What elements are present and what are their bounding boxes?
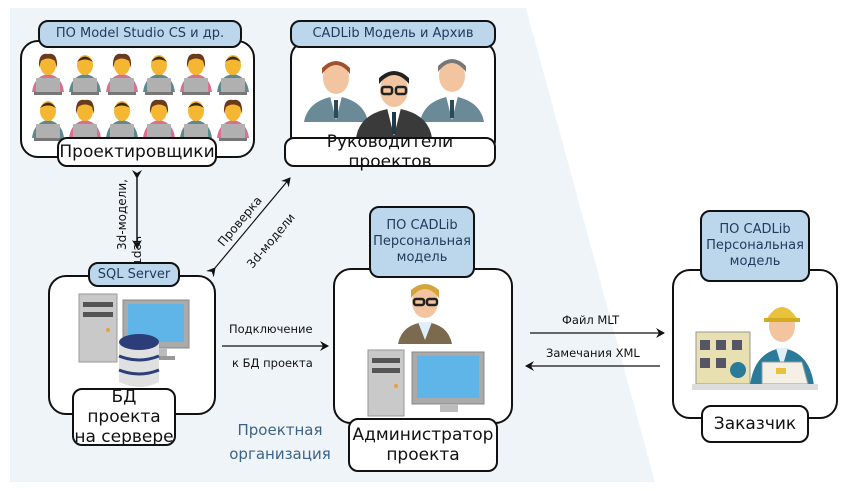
customer-engineer-icon <box>690 296 820 392</box>
designer-female-icon <box>32 53 64 95</box>
designer-male-icon <box>217 55 249 95</box>
admin-software-line-1: ПО CADLib <box>386 218 458 233</box>
designer-male-icon <box>32 101 64 141</box>
admin-software-line-3: модель <box>396 250 448 265</box>
designer-female-icon <box>143 99 175 141</box>
organization-label-line-1: Проектная <box>237 421 323 439</box>
server-software-label: SQL Server <box>97 266 171 282</box>
designers-software-tag: ПО Model Studio CS и др. <box>38 20 242 48</box>
designer-female-icon <box>106 53 138 95</box>
designer-male-icon <box>143 55 175 95</box>
edge-label-xml-remarks: Замечания XML <box>546 346 640 360</box>
admin-software-line-2: Персональная <box>373 234 471 249</box>
edge-label-mlt-file: Файл MLT <box>562 313 620 327</box>
designers-group-icon <box>28 52 250 144</box>
server-role-line-1: БД проекта <box>87 387 161 427</box>
admin-role-line-1: Администратор <box>352 425 494 445</box>
managers-role-label: Руководители проектов <box>284 132 496 172</box>
database-icon <box>118 334 160 387</box>
managers-role-text: Руководители проектов <box>326 132 454 172</box>
customer-role-text: Заказчик <box>713 414 797 434</box>
designer-male-icon <box>69 55 101 95</box>
admin-role-label: Администратор проекта <box>348 418 498 472</box>
organization-label: Проектная организация <box>220 418 340 466</box>
building-icon <box>695 331 751 385</box>
designer-male-icon <box>106 101 138 141</box>
managers-software-label: CADLib Модель и Архив <box>312 26 474 41</box>
edge-label-3d-models-drawings-1: 3d-модели, <box>115 179 129 250</box>
manager-right-figure <box>420 59 484 122</box>
designer-female-icon <box>217 99 249 141</box>
manager-center-figure <box>356 71 432 138</box>
edge-label-connection: Подключение <box>229 322 313 336</box>
designer-female-icon <box>69 99 101 141</box>
server-tower-icon <box>78 293 118 363</box>
managers-group-icon <box>298 50 490 138</box>
customer-role-label: Заказчик <box>701 405 809 443</box>
server-role-label: БД проекта на сервере <box>72 387 176 447</box>
admin-person-icon <box>393 278 457 344</box>
designers-role-text: Проектировщики <box>59 142 215 162</box>
database-server-icon <box>73 290 195 390</box>
admin-workstation-icon <box>360 278 490 418</box>
customer-software-line-3: модель <box>729 254 781 269</box>
edge-label-to-project-db: к БД проекта <box>232 356 313 370</box>
organization-label-line-2: организация <box>229 445 331 463</box>
manager-left-figure <box>304 61 368 122</box>
admin-monitor-icon <box>411 351 485 412</box>
designer-female-icon <box>180 53 212 95</box>
customer-software-line-1: ПО CADLib <box>719 222 791 237</box>
customer-software-tag: ПО CADLib Персональная модель <box>700 210 810 282</box>
customer-software-line-2: Персональная <box>706 238 804 253</box>
designers-software-label: ПО Model Studio CS и др. <box>55 26 225 41</box>
server-role-line-2: на сервере <box>74 427 174 447</box>
server-software-tag: SQL Server <box>88 262 180 287</box>
admin-role-line-2: проекта <box>386 445 460 465</box>
server-managers-arrow <box>206 177 291 278</box>
admin-software-tag: ПО CADLib Персональная модель <box>369 206 475 278</box>
managers-software-tag: CADLib Модель и Архив <box>290 20 496 48</box>
admin-tower-icon <box>367 349 405 417</box>
designers-role-label: Проектировщики <box>57 137 217 167</box>
laptop-icon <box>761 361 809 385</box>
